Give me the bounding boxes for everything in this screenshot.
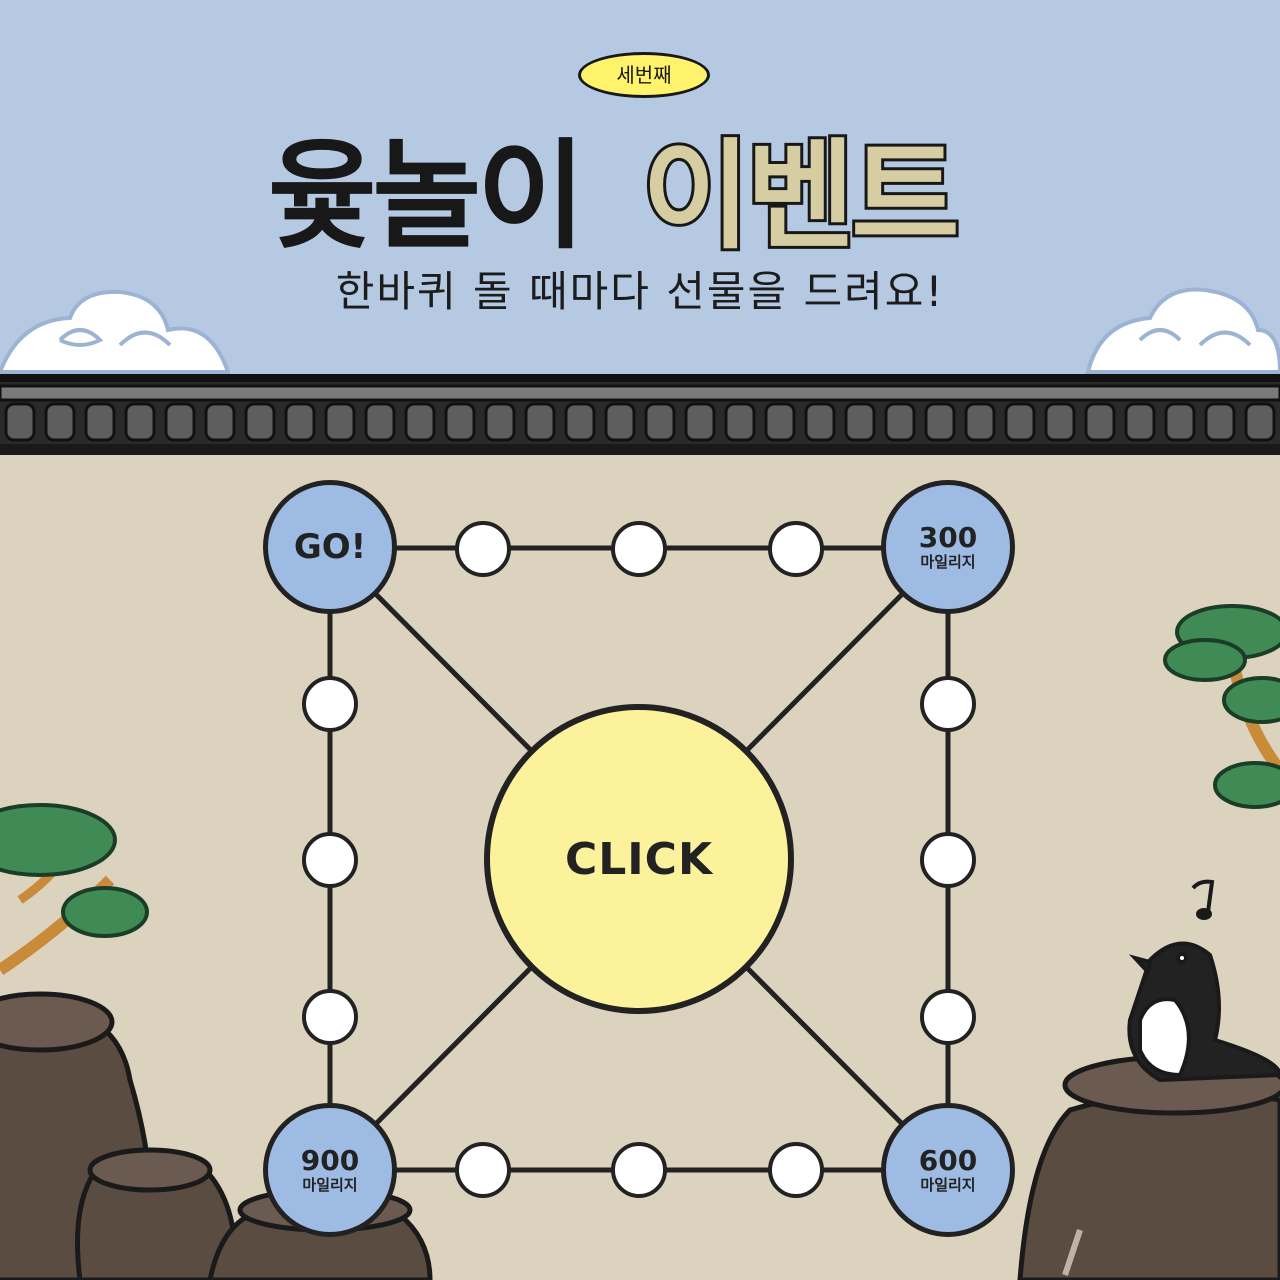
board-node[interactable] xyxy=(768,521,824,577)
roof-tile xyxy=(684,402,716,442)
start-node[interactable]: GO! xyxy=(263,480,397,614)
roof-tile xyxy=(244,402,276,442)
roof-tiles xyxy=(0,374,1280,455)
board-node[interactable] xyxy=(302,832,358,888)
roof-tile xyxy=(1084,402,1116,442)
roof-tile xyxy=(164,402,196,442)
board-node[interactable] xyxy=(455,1142,511,1198)
roof-tile xyxy=(1044,402,1076,442)
board-node[interactable] xyxy=(768,1142,824,1198)
roof-tile xyxy=(1204,402,1236,442)
roof-tile xyxy=(564,402,596,442)
roof-tile xyxy=(804,402,836,442)
reward-node-600[interactable]: 600 마일리지 xyxy=(881,1103,1015,1237)
roof-tile xyxy=(364,402,396,442)
roof-tile xyxy=(404,402,436,442)
event-title: 세번째 윷놀이 이벤트 xyxy=(260,40,1020,268)
board-node[interactable] xyxy=(455,521,511,577)
roof-tile xyxy=(1164,402,1196,442)
reward-unit: 마일리지 xyxy=(920,1176,976,1194)
reward-points: 900 xyxy=(300,1144,360,1177)
roof-tile xyxy=(44,402,76,442)
roof-tile xyxy=(84,402,116,442)
roof-tile xyxy=(644,402,676,442)
board-node[interactable] xyxy=(920,989,976,1045)
reward-node-900[interactable]: 900 마일리지 xyxy=(263,1103,397,1237)
reward-unit: 마일리지 xyxy=(920,553,976,571)
title-event: 이벤트 xyxy=(639,124,963,268)
board-node[interactable] xyxy=(920,832,976,888)
board-node[interactable] xyxy=(611,521,667,577)
start-label: GO! xyxy=(293,527,367,567)
roof-tile xyxy=(1244,402,1276,442)
roof-tile xyxy=(524,402,556,442)
roof-tile xyxy=(964,402,996,442)
roof-tile xyxy=(724,402,756,442)
roof-tile xyxy=(924,402,956,442)
reward-node-300[interactable]: 300 마일리지 xyxy=(881,480,1015,614)
roof-tile xyxy=(604,402,636,442)
title-yutnori: 윷놀이 xyxy=(268,127,586,265)
roof-tile xyxy=(884,402,916,442)
click-button[interactable]: CLICK xyxy=(484,704,794,1014)
subtitle: 한바퀴 돌 때마다 선물을 드려요! xyxy=(335,267,945,316)
reward-unit: 마일리지 xyxy=(302,1176,358,1194)
roof-tile xyxy=(1124,402,1156,442)
roof-tile xyxy=(284,402,316,442)
board-node[interactable] xyxy=(302,989,358,1045)
roof-tile xyxy=(844,402,876,442)
roof-tile xyxy=(1004,402,1036,442)
board-node[interactable] xyxy=(920,676,976,732)
board-node[interactable] xyxy=(611,1142,667,1198)
click-label: CLICK xyxy=(564,833,714,885)
reward-points: 300 xyxy=(918,521,978,554)
roof-tile xyxy=(324,402,356,442)
roof-tile xyxy=(444,402,476,442)
badge-third: 세번째 xyxy=(578,52,710,98)
roof-tile xyxy=(764,402,796,442)
roof-tile xyxy=(484,402,516,442)
roof-tile xyxy=(124,402,156,442)
reward-points: 600 xyxy=(918,1144,978,1177)
roof-tile xyxy=(4,402,36,442)
board-node[interactable] xyxy=(302,676,358,732)
roof-tile xyxy=(204,402,236,442)
